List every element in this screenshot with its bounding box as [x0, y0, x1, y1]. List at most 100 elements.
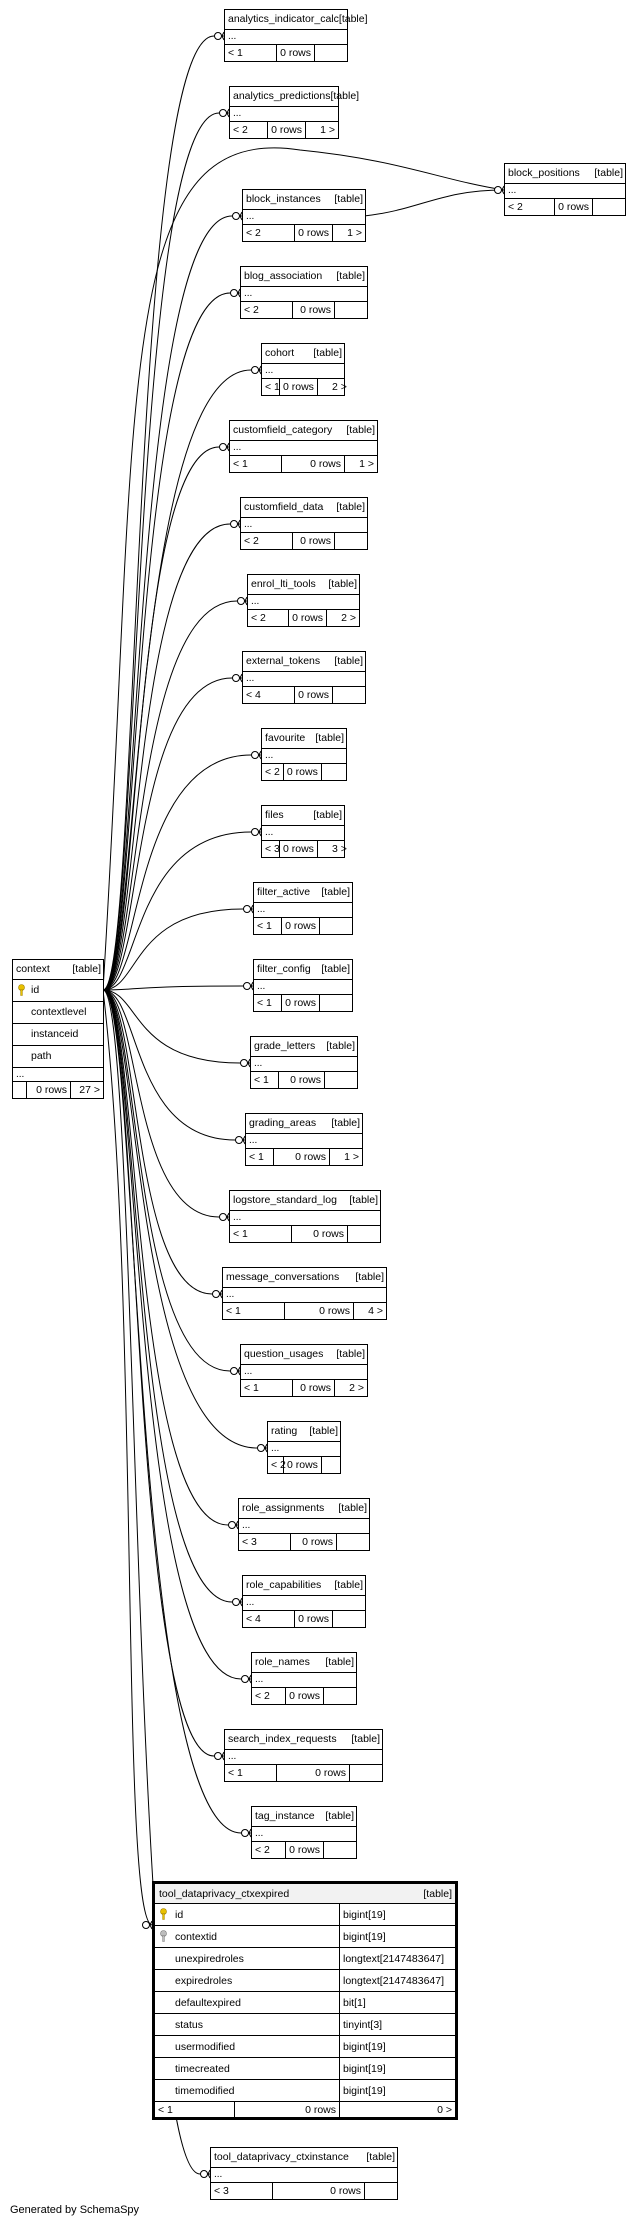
crowfoot-marker [226, 1212, 230, 1222]
table-header: message_conversations [table] [223, 1268, 386, 1288]
table-type-label: [table] [355, 1271, 384, 1284]
parent-count: < 1 [241, 1380, 293, 1396]
table-header: tag_instance [table] [252, 1807, 356, 1827]
table-type-label: [table] [594, 167, 623, 180]
table-enrol-lti-tools[interactable]: enrol_lti_tools [table] ... < 2 0 rows 2… [247, 574, 360, 627]
table-type-label: [table] [336, 270, 365, 283]
table-header: tool_dataprivacy_ctxexpired [table] [155, 1884, 455, 1904]
table-files[interactable]: files [table] ... < 3 0 rows 3 > [261, 805, 347, 858]
child-count [320, 918, 352, 934]
relationship-line [102, 989, 250, 1064]
table-question-usages[interactable]: question_usages [table] ... < 1 0 rows 2… [240, 1344, 368, 1397]
table-type-label: [table] [313, 347, 342, 360]
table-header: favourite [table] [262, 729, 346, 749]
table-name: role_names [255, 1656, 310, 1669]
parent-count: < 2 [252, 1842, 287, 1858]
table-logstore-standard-log[interactable]: logstore_standard_log [table] ... < 1 0 … [229, 1190, 381, 1243]
parent-count: < 3 [239, 1534, 291, 1550]
table-tool-dataprivacy-ctxinstance[interactable]: tool_dataprivacy_ctxinstance [table] ...… [210, 2147, 398, 2200]
table-name: analytics_predictions [233, 90, 331, 103]
child-count: 1 > [344, 1150, 359, 1163]
table-grade-letters[interactable]: grade_letters [table] ... < 1 0 rows [250, 1036, 358, 1089]
row-count: 0 rows [295, 687, 333, 703]
crowfoot-marker [239, 673, 243, 683]
column-type: longtext[2147483647] [343, 1974, 445, 1987]
table-favourite[interactable]: favourite [table] ... < 2 0 rows [261, 728, 347, 781]
table-role-assignments[interactable]: role_assignments [table] ... < 3 0 rows [238, 1498, 370, 1551]
table-customfield-category[interactable]: customfield_category [table] ... < 1 0 r… [229, 420, 378, 473]
table-name: grading_areas [249, 1117, 317, 1130]
table-footer: < 2 0 rows [241, 533, 367, 549]
table-role-names[interactable]: role_names [table] ... < 2 0 rows [251, 1652, 357, 1705]
table-tool-dataprivacy-ctxexpired[interactable]: tool_dataprivacy_ctxexpired [table] id b… [152, 1881, 458, 2120]
more-columns: ... [254, 903, 352, 918]
crowfoot-marker [239, 211, 243, 221]
crowfoot-marker [501, 185, 505, 195]
table-filter-config[interactable]: filter_config [table] ... < 1 0 rows [253, 959, 353, 1012]
table-footer: < 1 0 rows [225, 45, 347, 61]
relationship-line [102, 831, 261, 991]
table-analytics-indicator-calc[interactable]: analytics_indicator_calc [table] ... < 1… [224, 9, 368, 62]
table-context[interactable]: context [table] id contextlevel instance… [12, 959, 104, 1099]
table-customfield-data[interactable]: customfield_data [table] ... < 2 0 rows [240, 497, 368, 550]
table-analytics-predictions[interactable]: analytics_predictions [table] ... < 2 0 … [229, 86, 359, 139]
more-columns: ... [243, 210, 365, 225]
table-header: role_assignments [table] [239, 1499, 369, 1519]
table-grading-areas[interactable]: grading_areas [table] ... < 1 0 rows 1 > [245, 1113, 363, 1166]
crowfoot-marker [258, 750, 262, 760]
table-tag-instance[interactable]: tag_instance [table] ... < 2 0 rows [251, 1806, 357, 1859]
more-columns: ... [252, 1827, 356, 1842]
table-type-label: [table] [72, 963, 101, 976]
table-filter-active[interactable]: filter_active [table] ... < 1 0 rows [253, 882, 353, 935]
table-blog-association[interactable]: blog_association [table] ... < 2 0 rows [240, 266, 368, 319]
table-name: message_conversations [226, 1271, 340, 1284]
table-type-label: [table] [328, 578, 357, 591]
table-type-label: [table] [315, 732, 344, 745]
table-external-tokens[interactable]: external_tokens [table] ... < 4 0 rows [242, 651, 366, 704]
table-header: context [table] [13, 960, 103, 980]
crowfoot-marker [239, 1597, 243, 1607]
crowfoot-marker [248, 1828, 252, 1838]
child-count [333, 687, 365, 703]
more-columns: ... [262, 364, 344, 379]
column-row: expiredroles longtext[2147483647] [155, 1970, 455, 1992]
relationship-line [102, 989, 245, 1141]
table-type-label: [table] [351, 1733, 380, 1746]
child-count [315, 45, 347, 61]
row-count: 0 rows [235, 2102, 340, 2117]
parent-count: < 1 [230, 1226, 292, 1242]
relationship-line [102, 446, 229, 991]
optional-marker [257, 1444, 265, 1452]
table-footer: < 3 0 rows 3 > [262, 841, 347, 857]
table-footer: < 1 0 rows 4 > [223, 1303, 386, 1319]
table-block-instances[interactable]: block_instances [table] ... < 2 0 rows 1… [242, 189, 366, 242]
table-cohort[interactable]: cohort [table] ... < 1 0 rows 2 > [261, 343, 347, 396]
table-type-label: [table] [326, 1040, 355, 1053]
column-row: timemodified bigint[19] [155, 2080, 455, 2102]
column-name-text: contextid [175, 1930, 218, 1943]
parent-count: < 3 [211, 2183, 273, 2199]
table-footer: < 2 0 rows [262, 764, 346, 780]
table-role-capabilities[interactable]: role_capabilities [table] ... < 4 0 rows [242, 1575, 366, 1628]
child-count: 27 > [79, 1083, 100, 1096]
crowfoot-marker [207, 2169, 211, 2179]
optional-marker [243, 905, 251, 913]
table-message-conversations[interactable]: message_conversations [table] ... < 1 0 … [222, 1267, 387, 1320]
table-rating[interactable]: rating [table] ... < 2 0 rows [267, 1421, 341, 1474]
optional-marker [251, 828, 259, 836]
optional-marker [251, 366, 259, 374]
row-count: 0 rows [286, 1842, 324, 1858]
relationship-line [102, 908, 253, 991]
table-footer: 0 rows 27 > [13, 1082, 103, 1098]
column-row: defaultexpired bit[1] [155, 1992, 455, 2014]
table-block-positions[interactable]: block_positions [table] ... < 2 0 rows [504, 163, 626, 216]
table-search-index-requests[interactable]: search_index_requests [table] ... < 1 0 … [224, 1729, 383, 1782]
relationship-line [102, 989, 240, 1372]
table-header: rating [table] [268, 1422, 340, 1442]
crowfoot-marker [221, 1751, 225, 1761]
column-name-text: defaultexpired [175, 1996, 241, 2009]
parent-count: < 2 [241, 533, 293, 549]
column-name: defaultexpired [155, 1992, 340, 2013]
parent-count: < 1 [223, 1303, 285, 1319]
